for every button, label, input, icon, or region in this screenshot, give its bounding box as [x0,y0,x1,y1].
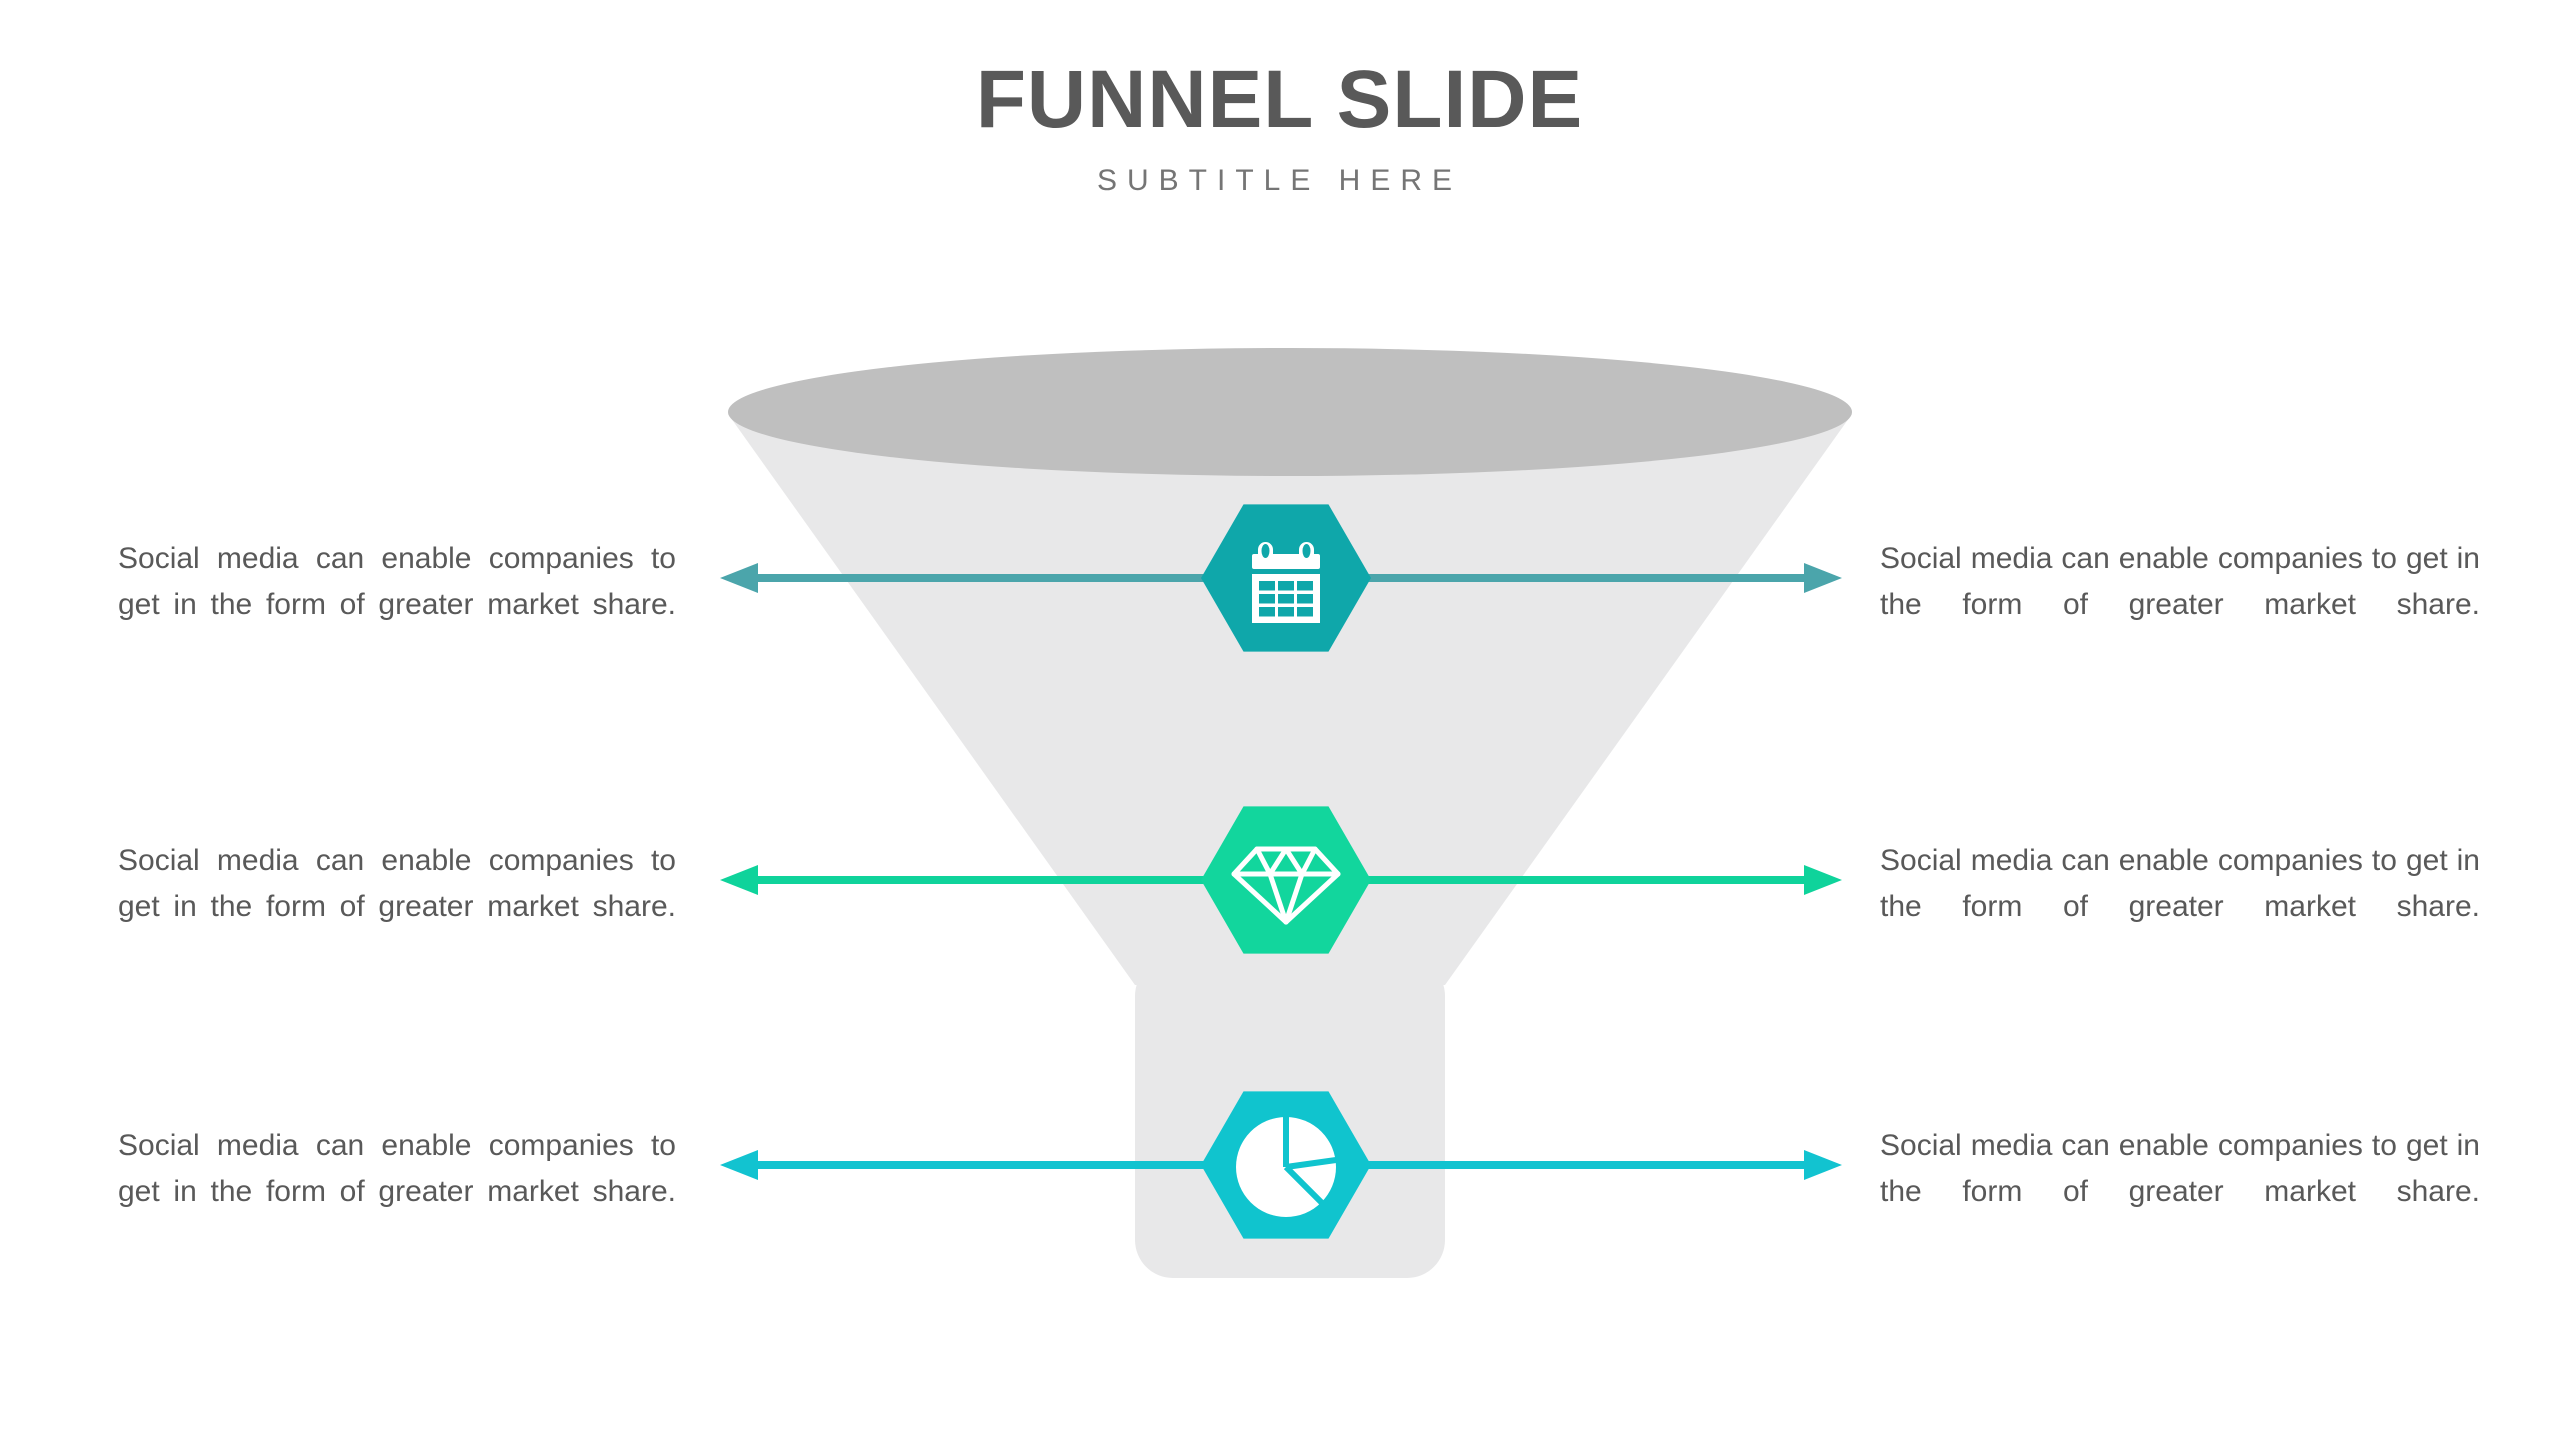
pie-chart-icon [1236,1117,1337,1217]
row-3-right-arrowhead-icon [1804,1150,1842,1180]
calendar-icon [1252,542,1320,623]
slide-header: FUNNEL SLIDE SUBTITLE HERE [0,52,2559,198]
row-1-hex-badge [1196,488,1376,668]
row-2-left-arrowhead-icon [720,865,758,895]
row-3-hex-badge [1196,1075,1376,1255]
row-2-hex-badge [1196,790,1376,970]
diamond-icon [1231,846,1341,925]
slide-title: FUNNEL SLIDE [975,54,1584,145]
row-3-left-text: Social media can enable companies to get… [118,1129,676,1208]
hexagon-fill [1201,806,1371,954]
row-3-right-text: Social media can enable companies to get… [1880,1129,2480,1208]
row-3-left-arrowhead-icon [720,1150,758,1180]
row-1-right-text: Social media can enable companies to get… [1880,542,2480,621]
funnel-cone [728,414,1852,985]
row-1-right-arrowhead-icon [1804,563,1842,593]
hexagon-shape [1201,504,1371,652]
row-2-right-arrowhead-icon [1804,865,1842,895]
slide-subtitle: SUBTITLE HERE [1096,164,1463,197]
funnel-top-ellipse [728,348,1852,476]
hexagon-shape [1201,806,1371,954]
hexagon-shape [1201,1091,1371,1239]
row-1-left-arrowhead-icon [720,563,758,593]
row-2-right-text: Social media can enable companies to get… [1880,844,2480,923]
row-1-left-text: Social media can enable companies to get… [118,542,676,621]
row-2-left-text: Social media can enable companies to get… [118,844,676,923]
